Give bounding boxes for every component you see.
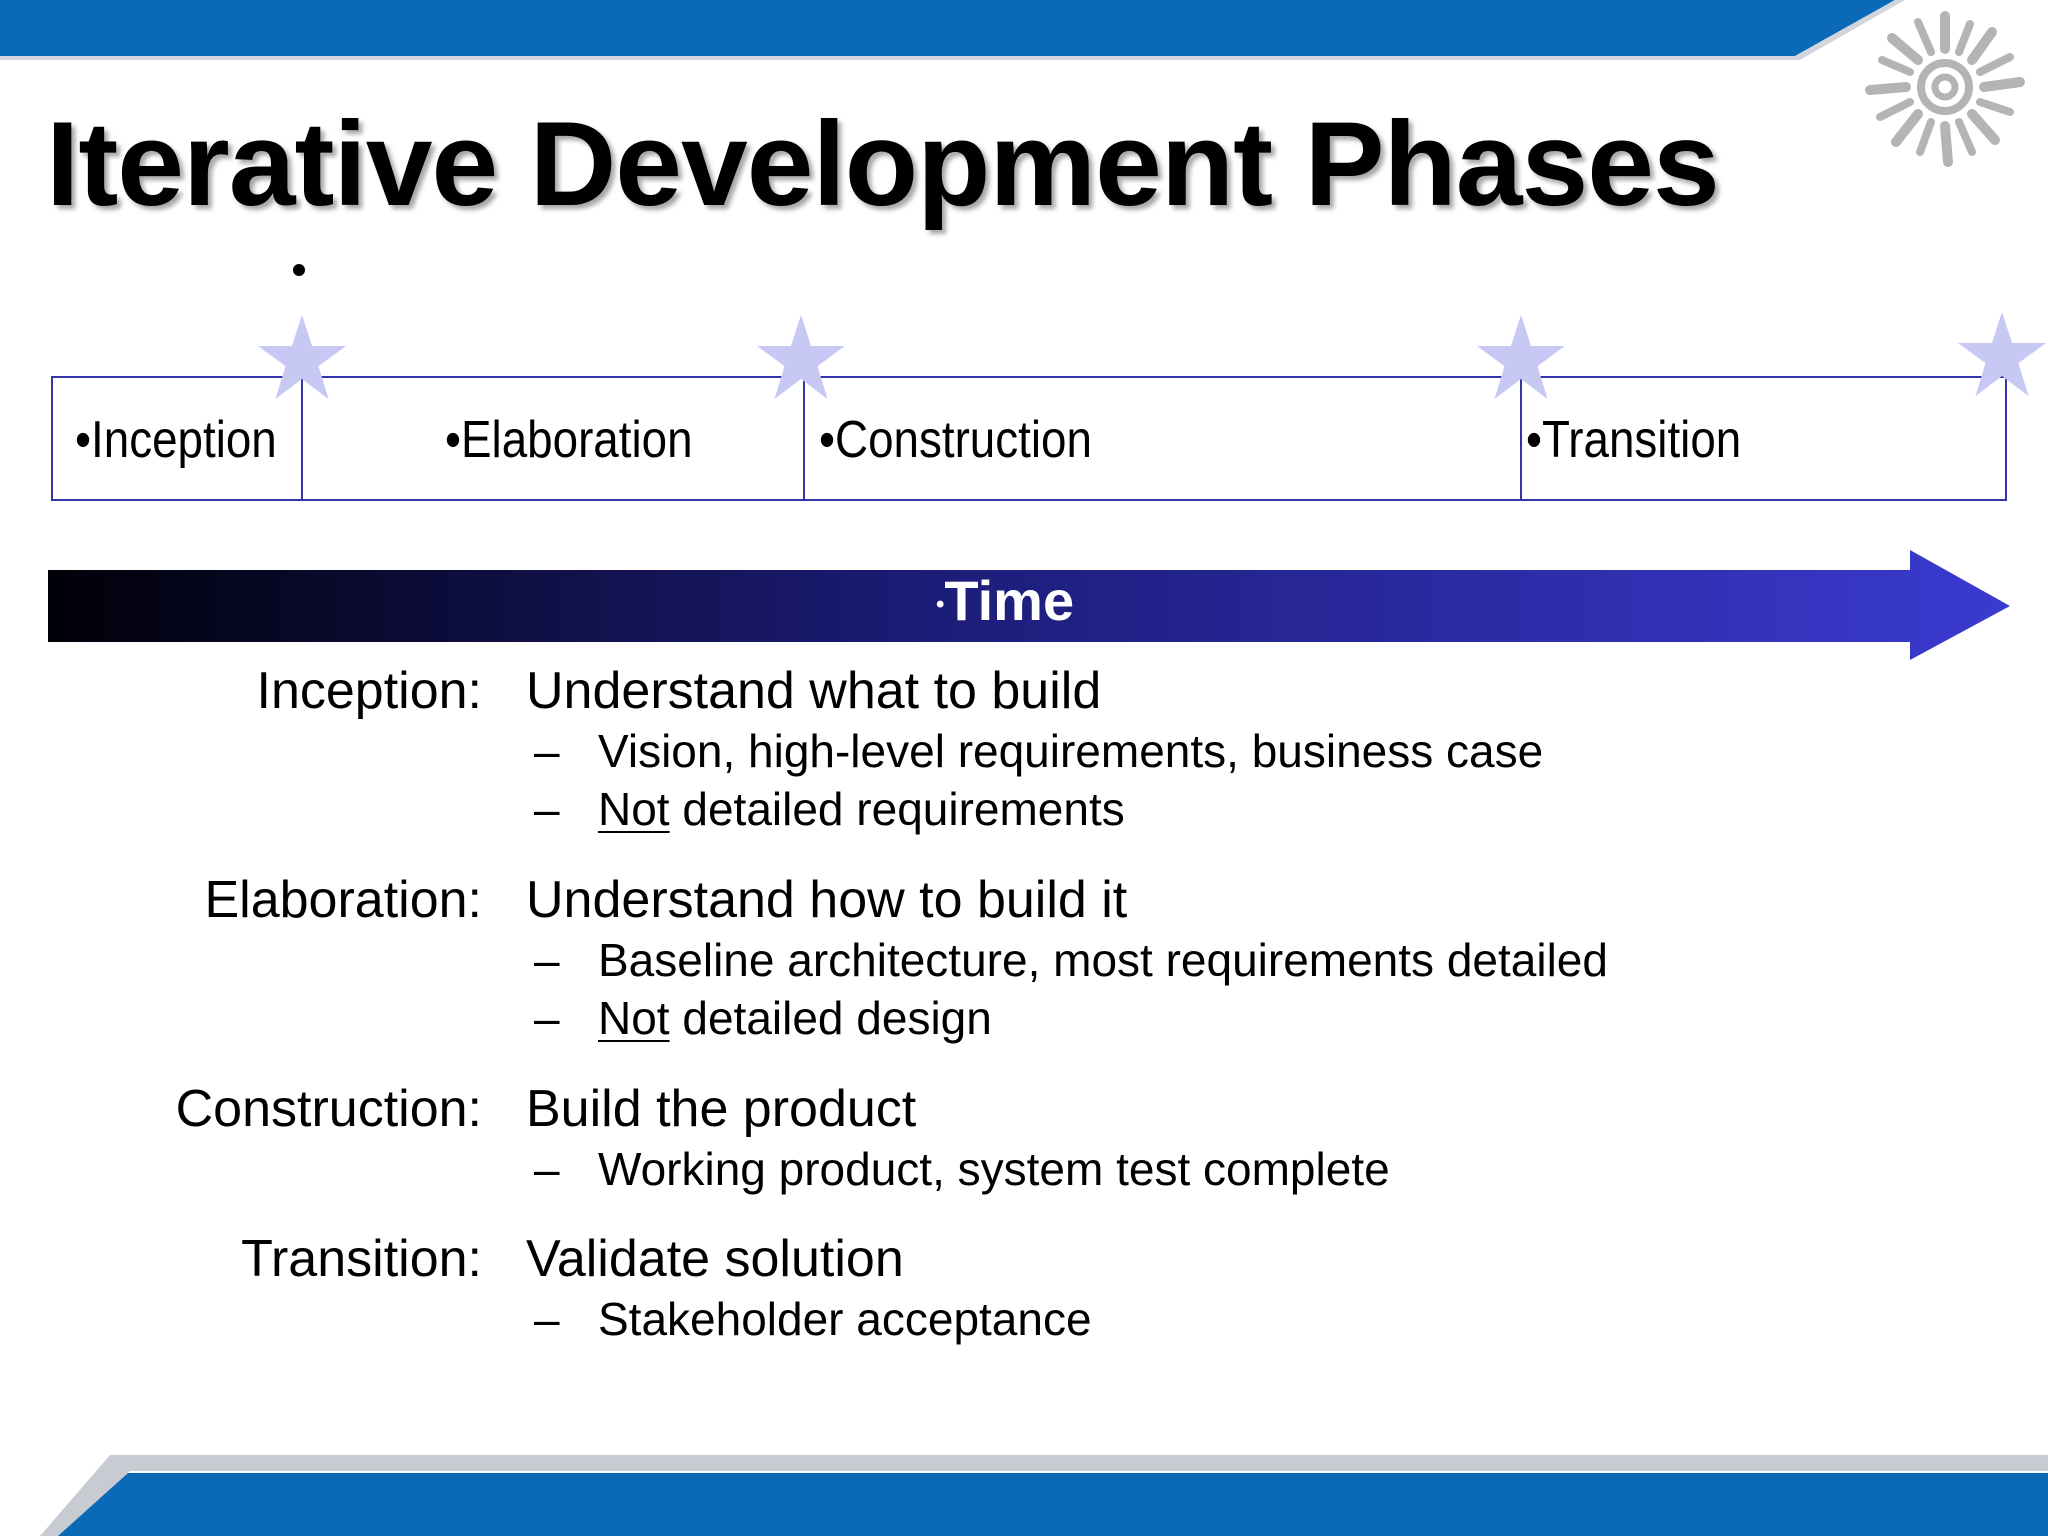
- definition-elaboration: Understand how to build it: [526, 871, 1128, 929]
- term-inception: Inception:: [256, 662, 483, 720]
- phase-box-transition: •Transition: [1520, 376, 2007, 501]
- phase-label-construction: •Construction: [819, 411, 1092, 469]
- list-item: –Baseline architecture, most requirement…: [534, 934, 1608, 986]
- stray-bullet: [293, 264, 305, 276]
- phase-label-transition: •Transition: [1526, 411, 1742, 469]
- phase-box-elaboration: •Elaboration: [301, 376, 805, 501]
- term-elaboration: Elaboration:: [204, 871, 482, 929]
- time-arrow: [48, 550, 2010, 660]
- bottom-banner: [40, 1455, 2048, 1536]
- milestone-star-icon: [1958, 311, 2046, 397]
- phase-label-inception: •Inception: [75, 411, 277, 469]
- definition-transition: Validate solution: [526, 1230, 904, 1288]
- definition-inception: Understand what to build: [526, 662, 1102, 720]
- list-item: –Vision, high-level requirements, busine…: [534, 725, 1544, 777]
- term-construction: Construction:: [175, 1080, 482, 1138]
- list-item: –Not detailed design: [534, 992, 992, 1044]
- milestone-star-icon: [258, 314, 346, 400]
- definition-construction: Build the product: [526, 1080, 917, 1138]
- top-banner: [0, 0, 1905, 60]
- list-item: –Stakeholder acceptance: [534, 1293, 1092, 1345]
- phase-box-inception: •Inception: [51, 376, 303, 501]
- list-item: –Working product, system test complete: [534, 1143, 1390, 1195]
- page-title: Iterative Development Phases: [46, 97, 1720, 231]
- milestone-star-icon: [1477, 314, 1565, 400]
- list-item: –Not detailed requirements: [534, 783, 1125, 835]
- phase-label-elaboration: •Elaboration: [445, 411, 693, 469]
- phase-box-construction: •Construction: [803, 376, 1522, 501]
- sun-logo-icon: [1865, 11, 2025, 167]
- milestone-star-icon: [757, 314, 845, 400]
- time-axis-label: •Time: [936, 569, 1075, 632]
- term-transition: Transition:: [241, 1230, 482, 1288]
